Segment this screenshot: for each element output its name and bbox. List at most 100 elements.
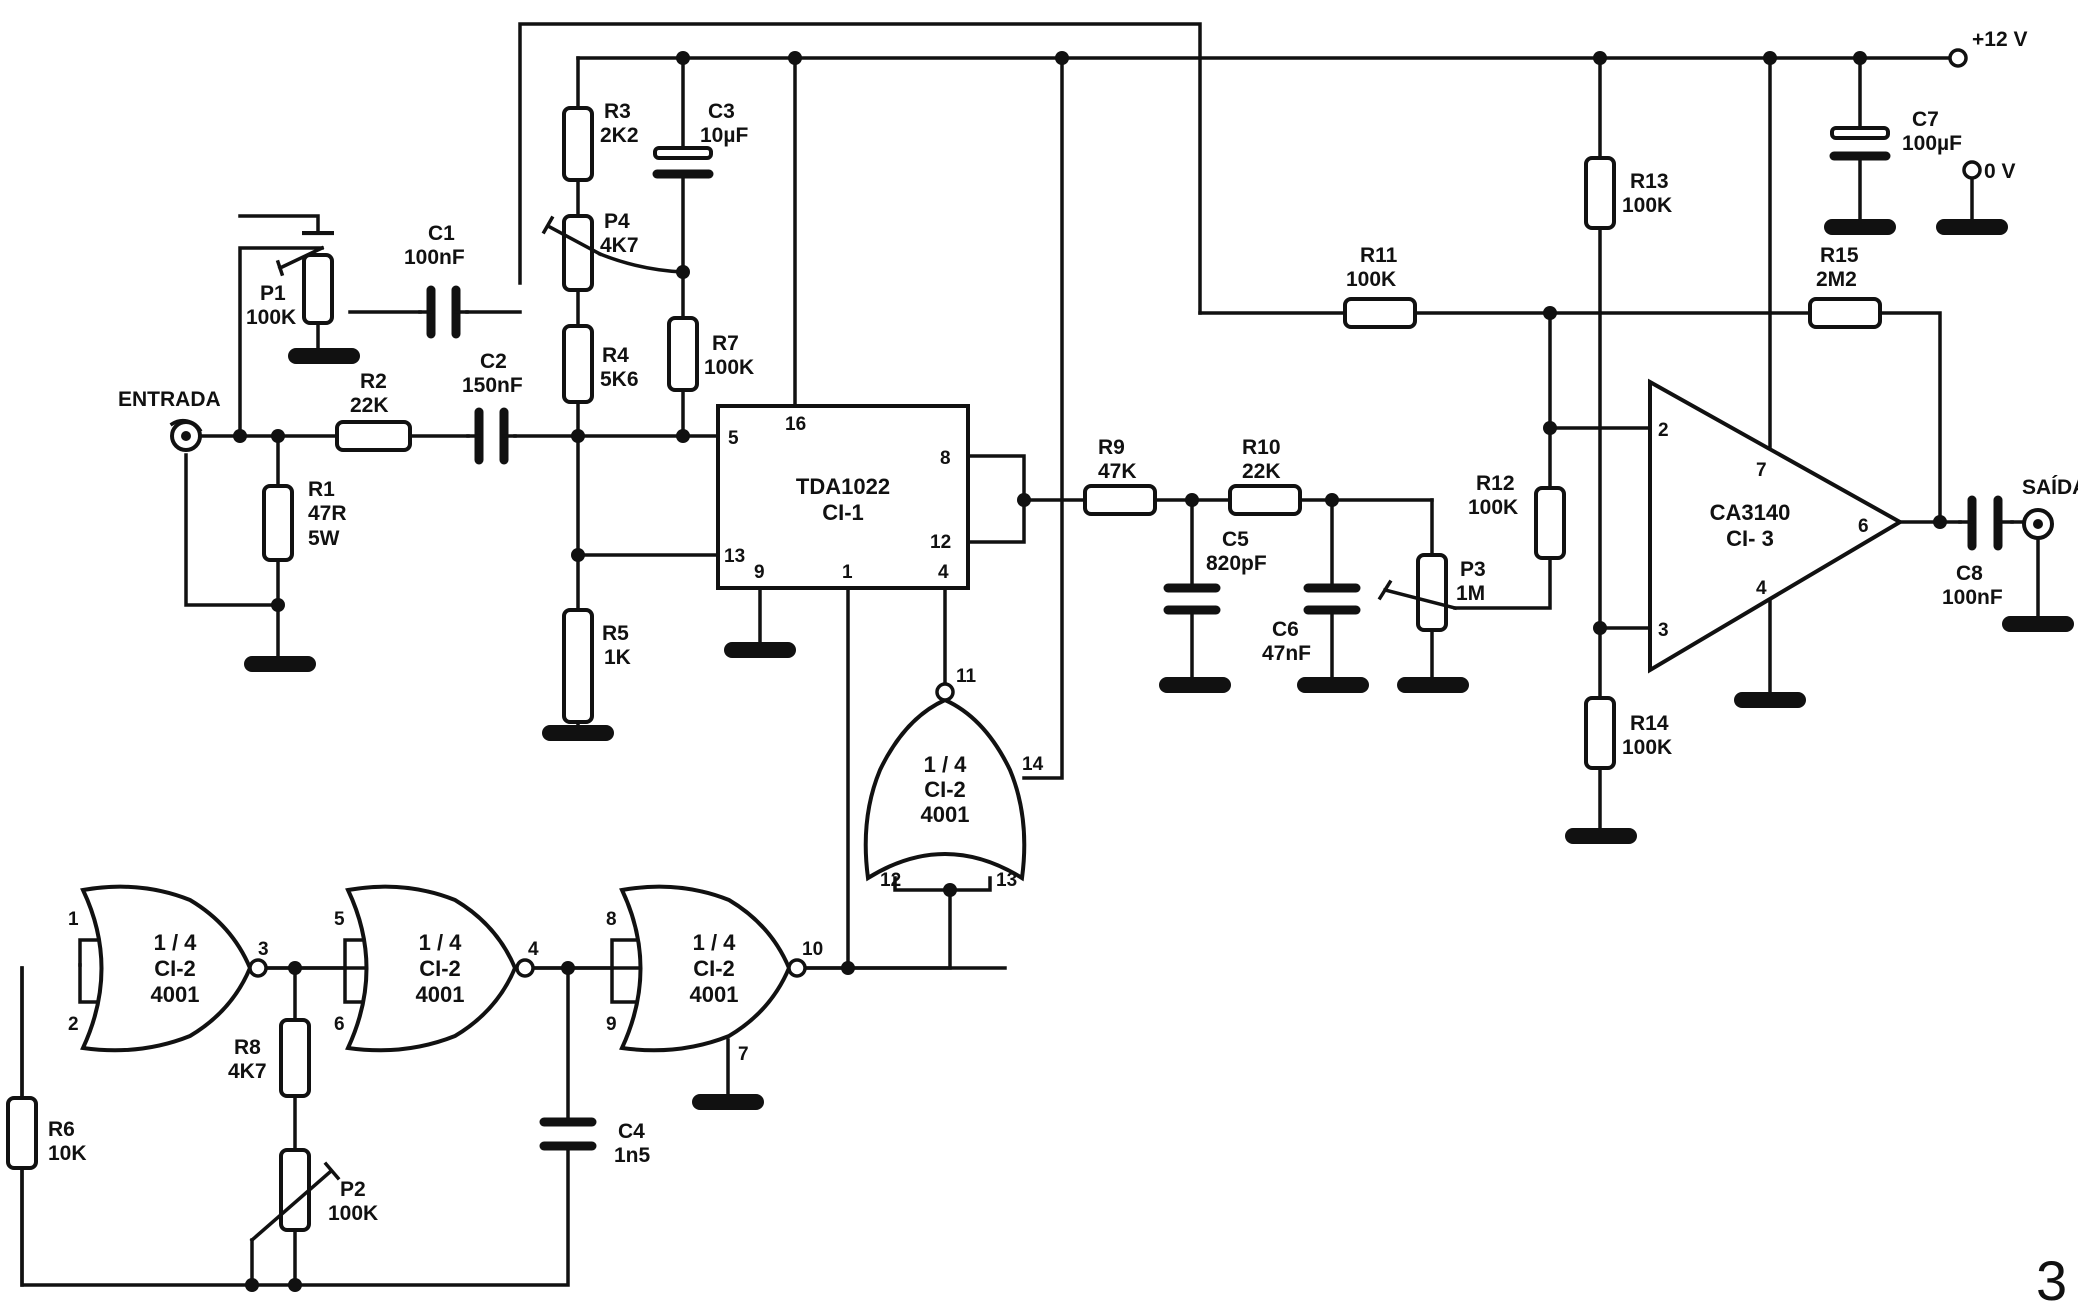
resistor-r11 <box>1343 297 1417 329</box>
gate-1-pin-out: 3 <box>258 939 269 960</box>
capacitor-c6 <box>1303 583 1361 615</box>
ic3-pin-3: 3 <box>1658 620 1669 641</box>
c5-ref: C5 <box>1222 528 1249 551</box>
p3-ref: P3 <box>1460 558 1486 581</box>
ground-symbols <box>244 219 2074 1110</box>
gate-2-ref: CI-2 <box>419 956 461 981</box>
potentiometer-p2 <box>249 1148 341 1243</box>
resistor-r13 <box>1584 156 1616 230</box>
capacitors <box>418 126 2014 1151</box>
ic3-pin-6: 6 <box>1858 516 1869 537</box>
capacitor-c1 <box>418 285 469 339</box>
r9-ref: R9 <box>1098 436 1125 459</box>
c5-value: 820pF <box>1206 552 1267 575</box>
p4-value: 4K7 <box>600 234 639 257</box>
ic3-part: CA3140 <box>1710 500 1791 525</box>
nor-gate-2: 1 / 4 CI-2 4001 5 6 4 <box>334 884 539 1053</box>
gate-1-ref: CI-2 <box>154 956 196 981</box>
gate-3-ref: CI-2 <box>693 956 735 981</box>
gate-4-part: 4001 <box>921 802 970 827</box>
zero-volt-label: 0 V <box>1984 160 2016 183</box>
gate-3-part: 4001 <box>690 982 739 1007</box>
r4-value: 5K6 <box>600 368 639 391</box>
gate-1-pin-in-b: 2 <box>68 1014 79 1035</box>
potentiometers <box>249 214 1458 1243</box>
resistor-r14 <box>1584 696 1616 770</box>
r15-value: 2M2 <box>1816 268 1857 291</box>
gate-4-ref: CI-2 <box>924 777 966 802</box>
gate-1-part: 4001 <box>151 982 200 1007</box>
gate-2-pin-in-b: 6 <box>334 1014 345 1035</box>
r12-ref: R12 <box>1476 472 1515 495</box>
ic1-pin-4: 4 <box>938 562 949 583</box>
resistor-r10 <box>1228 484 1302 516</box>
nor-gate-3: 1 / 4 CI-2 4001 8 9 10 7 <box>606 884 823 1065</box>
c1-ref: C1 <box>428 222 455 245</box>
positive-supply-terminal <box>1948 48 1968 68</box>
resistor-r5 <box>562 608 594 724</box>
r11-value: 100K <box>1346 268 1396 291</box>
gate-3-pin-gnd: 7 <box>738 1044 749 1065</box>
input-label: ENTRADA <box>118 388 221 411</box>
r1-value: 47R <box>308 502 347 525</box>
output-label: SAÍDA <box>2022 476 2078 499</box>
gate-4-pin-vdd: 14 <box>1022 754 1044 775</box>
p3-value: 1M <box>1456 582 1485 605</box>
c8-value: 100nF <box>1942 586 2003 609</box>
ic3-pin-2: 2 <box>1658 420 1669 441</box>
resistor-r1 <box>262 484 294 562</box>
resistor-r2 <box>335 420 412 452</box>
output-connector <box>2022 508 2054 540</box>
r6-value: 10K <box>48 1142 87 1165</box>
resistor-r9 <box>1083 484 1157 516</box>
ic1-pin-12: 12 <box>930 532 951 553</box>
r2-value: 22K <box>350 394 389 417</box>
wires <box>20 22 2040 1287</box>
ic3-pin-4: 4 <box>1756 578 1767 599</box>
gate-3-pin-in-b: 9 <box>606 1014 617 1035</box>
r9-value: 47K <box>1098 460 1137 483</box>
p2-value: 100K <box>328 1202 378 1225</box>
r14-value: 100K <box>1622 736 1672 759</box>
gate-3-fraction: 1 / 4 <box>693 930 737 955</box>
resistor-r6 <box>6 1096 38 1170</box>
c7-value: 100µF <box>1902 132 1962 155</box>
c1-value: 100nF <box>404 246 465 269</box>
c7-ref: C7 <box>1912 108 1939 131</box>
resistor-r3 <box>562 106 594 182</box>
r13-value: 100K <box>1622 194 1672 217</box>
ic1-ref: CI-1 <box>822 500 864 525</box>
gate-4-fraction: 1 / 4 <box>924 752 968 777</box>
gate-1-fraction: 1 / 4 <box>154 930 198 955</box>
c2-ref: C2 <box>480 350 507 373</box>
ic1-part: TDA1022 <box>796 474 890 499</box>
gate-2-part: 4001 <box>416 982 465 1007</box>
r5-value: 1K <box>604 646 631 669</box>
c4-ref: C4 <box>618 1120 645 1143</box>
r5-ref: R5 <box>602 622 629 645</box>
input-connector <box>169 418 203 452</box>
nor-gate-4: 1 / 4 CI-2 4001 12 13 11 14 <box>863 666 1044 891</box>
connectors <box>169 48 2054 540</box>
r14-ref: R14 <box>1630 712 1669 735</box>
ic1-pin-13: 13 <box>724 546 745 567</box>
positive-supply-label: +12 V <box>1972 28 2027 51</box>
p1-ref: P1 <box>260 282 286 305</box>
r15-ref: R15 <box>1820 244 1859 267</box>
ic1-pin-16: 16 <box>785 414 806 435</box>
r8-ref: R8 <box>234 1036 261 1059</box>
r13-ref: R13 <box>1630 170 1669 193</box>
resistor-r8 <box>279 1018 311 1098</box>
r10-ref: R10 <box>1242 436 1281 459</box>
capacitor-c2 <box>466 407 517 465</box>
page-number: 3 <box>2036 1249 2067 1309</box>
gate-3-pin-in-a: 8 <box>606 909 617 930</box>
ic3-ref: CI- 3 <box>1726 526 1774 551</box>
capacitor-c8 <box>1958 495 2014 551</box>
r2-ref: R2 <box>360 370 387 393</box>
ic3-pin-7: 7 <box>1756 460 1767 481</box>
junctions <box>233 51 1947 1292</box>
r1-rating: 5W <box>308 527 340 550</box>
r10-value: 22K <box>1242 460 1281 483</box>
